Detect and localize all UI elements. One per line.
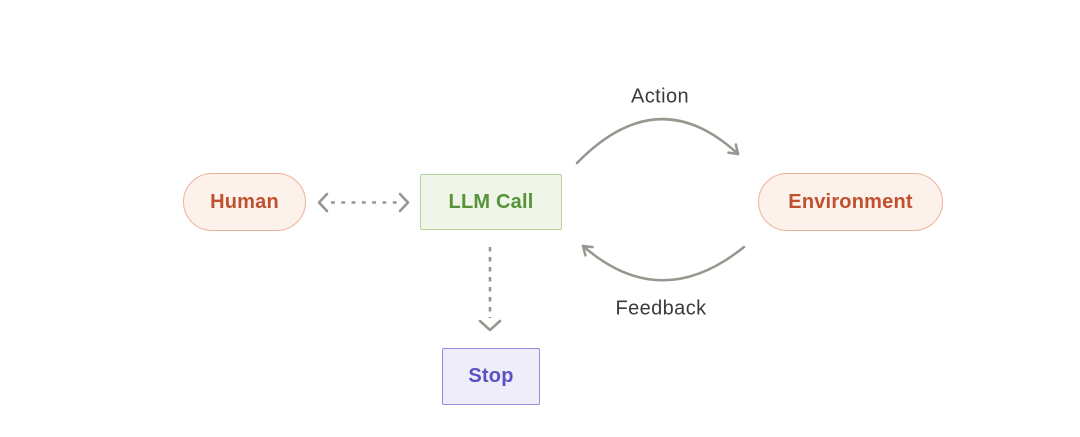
action-arrow [575, 117, 740, 165]
stop-node-label: Stop [468, 365, 514, 387]
down-chevron-icon [478, 319, 502, 332]
feedback-edge-label: Feedback [615, 297, 707, 320]
llm-call-node-label: LLM Call [448, 190, 534, 213]
feedback-arrow [581, 244, 746, 282]
environment-node-label: Environment [788, 190, 913, 213]
action-edge-label: Action [631, 85, 689, 108]
human-node-label: Human [210, 190, 279, 213]
right-chevron-icon [398, 192, 410, 213]
llm-call-node: LLM Call [420, 174, 562, 230]
left-chevron-icon [317, 192, 329, 213]
stop-node: Stop [442, 348, 540, 405]
human-node: Human [183, 173, 306, 231]
environment-node: Environment [758, 173, 943, 231]
